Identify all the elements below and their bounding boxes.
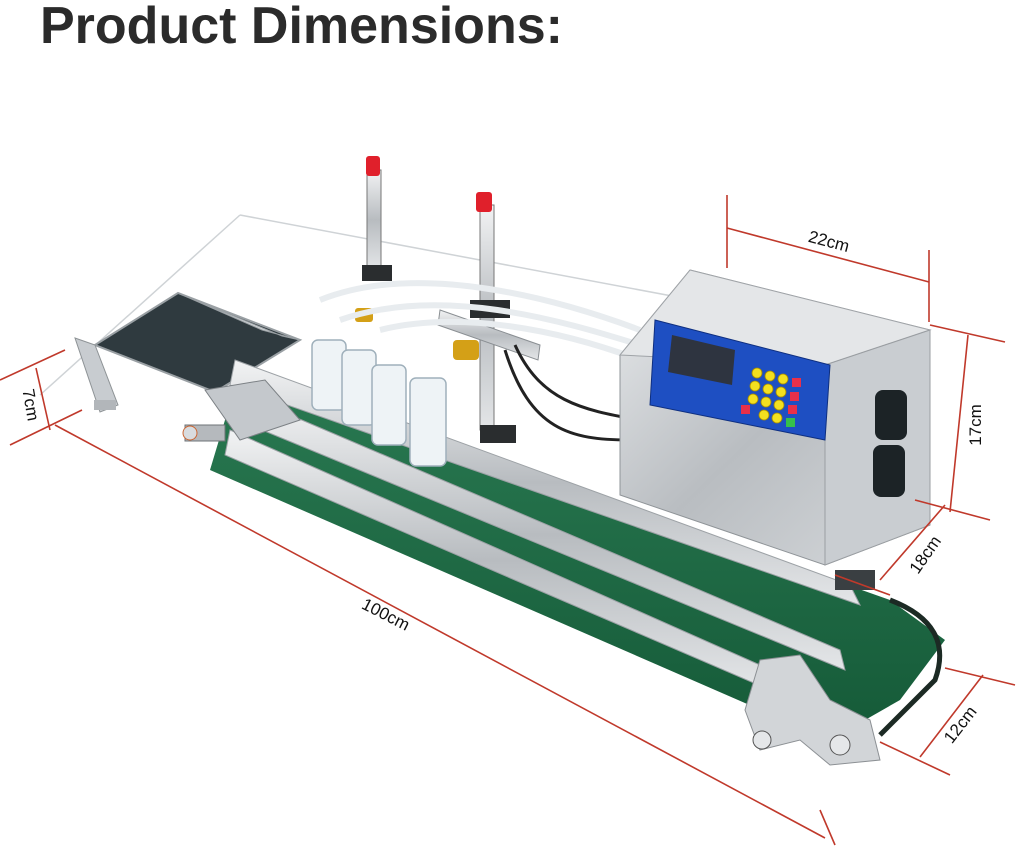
tubes (318, 280, 642, 363)
bottle-stopper-cylinder (182, 379, 301, 442)
dimension-label-control-box-height: 17cm (965, 404, 985, 446)
bottles (311, 339, 447, 467)
control-box (618, 269, 932, 566)
page-title: Product Dimensions: (40, 0, 563, 55)
dimension-lines (0, 195, 1016, 846)
